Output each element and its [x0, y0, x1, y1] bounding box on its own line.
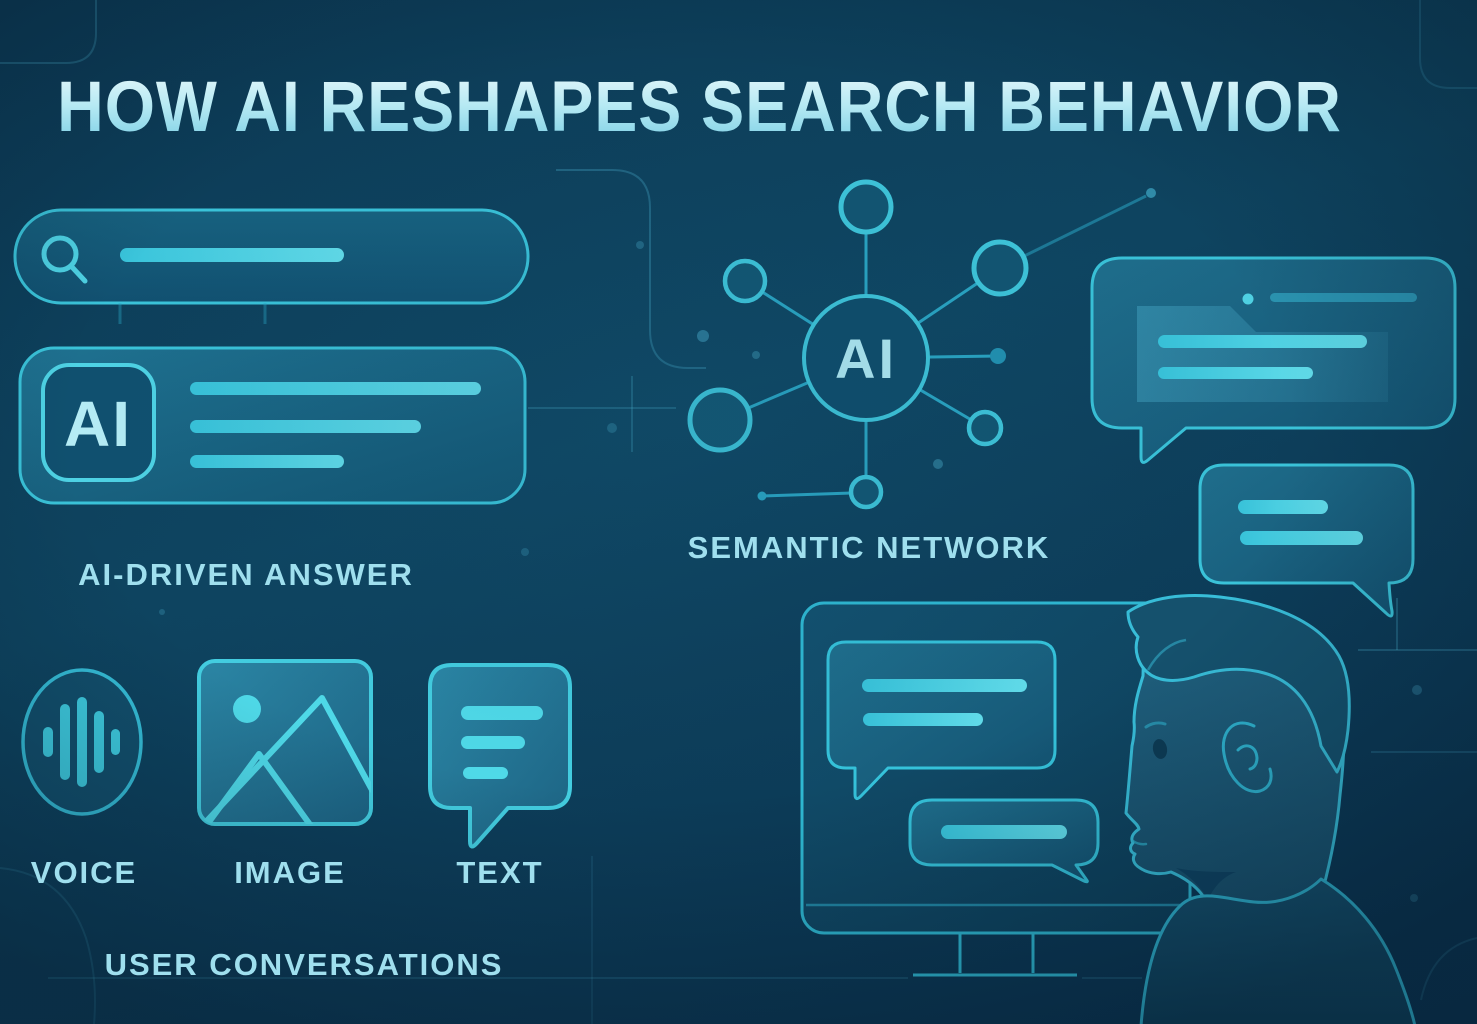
- person-brow: [1144, 721, 1167, 729]
- person-mouth: [1131, 839, 1148, 846]
- search-icon: [41, 235, 88, 284]
- network-hub: [802, 294, 930, 422]
- neck-shadow: [1176, 868, 1236, 900]
- network-dot: [990, 348, 1006, 364]
- ai-badge-label: AI: [64, 388, 132, 460]
- answer-text-lines: [190, 382, 481, 468]
- screen-bubble-line: [941, 825, 1067, 839]
- screen-bubble-lines: [862, 679, 1027, 726]
- monitor-with-chat: [800, 601, 1192, 977]
- network-edges: [719, 194, 1147, 498]
- person-ear: [1221, 721, 1273, 794]
- bubble-top-line: [1270, 293, 1417, 302]
- semantic-network: AI: [687, 179, 1156, 510]
- screen-bubble-small: [908, 798, 1100, 884]
- network-center-label: AI: [835, 327, 897, 390]
- network-dot: [1146, 188, 1156, 198]
- text-label: TEXT: [456, 855, 544, 890]
- voice-label: VOICE: [30, 855, 138, 890]
- search-bar: [13, 208, 530, 324]
- connector-lines: [118, 303, 267, 324]
- network-node: [966, 409, 1004, 447]
- network-node: [848, 474, 884, 510]
- answer-card-label: AI-DRIVEN ANSWER: [78, 557, 414, 592]
- ai-badge: [41, 363, 156, 482]
- bubble-text-lines: [1158, 335, 1367, 379]
- user-input-icons: [21, 659, 572, 849]
- network-node: [971, 239, 1029, 297]
- person-eye: [1152, 739, 1168, 759]
- monitor-stand: [913, 933, 1077, 977]
- search-query-line: [120, 248, 344, 262]
- voice-icon: [21, 668, 143, 816]
- text-icon: [428, 663, 572, 849]
- user-conversations-caption: USER CONVERSATIONS: [104, 947, 504, 982]
- hair-strand: [1146, 638, 1187, 671]
- semantic-network-label: SEMANTIC NETWORK: [687, 530, 1051, 565]
- answer-card: AI: [18, 346, 527, 505]
- network-node: [687, 387, 753, 453]
- decor-dots: [159, 241, 1422, 902]
- page-title: HOW AI RESHAPES SEARCH BEHAVIOR: [27, 72, 1371, 143]
- network-dot: [757, 491, 767, 501]
- bubble-text-lines: [1238, 500, 1363, 545]
- image-label: IMAGE: [234, 855, 346, 890]
- image-icon: [197, 659, 373, 826]
- person-profile: [1124, 594, 1417, 1024]
- network-node: [722, 258, 768, 304]
- chat-bubbles: [1090, 256, 1457, 618]
- network-node: [838, 179, 894, 235]
- person-torso: [1139, 877, 1417, 1024]
- bubble-dot: [1242, 293, 1254, 305]
